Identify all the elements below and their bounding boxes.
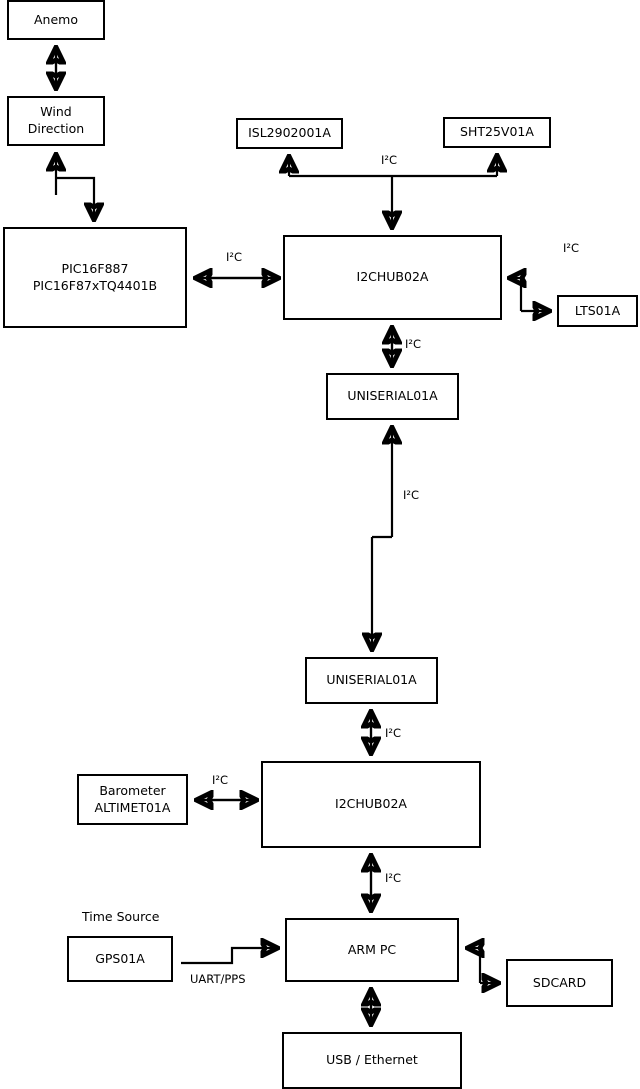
edge-label-i2c-hub-uniserial: I²C	[405, 337, 422, 351]
node-barometer-altimet01a[interactable]: Barometer ALTIMET01A	[77, 774, 188, 825]
edge-label-i2c-hub-lts: I²C	[563, 241, 580, 255]
edge-label-uart-pps: UART/PPS	[190, 972, 246, 986]
node-i2chub02a-top-label: I2CHUB02A	[356, 269, 429, 285]
node-arm-pc[interactable]: ARM PC	[285, 918, 459, 982]
edge-label-i2c-uniserial-hub2: I²C	[385, 726, 402, 740]
node-anemo[interactable]: Anemo	[7, 0, 105, 40]
edge-label-i2c-pic-hub: I²C	[226, 250, 243, 264]
wire-gps-to-armpc	[181, 948, 277, 965]
node-sdcard-label: SDCARD	[532, 974, 587, 990]
node-uniserial01a-top-label: UNISERIAL01A	[347, 388, 438, 404]
node-uniserial01a-bottom[interactable]: UNISERIAL01A	[305, 657, 438, 704]
node-lts01a[interactable]: LTS01A	[557, 295, 638, 327]
node-isl2902001a[interactable]: ISL2902001A	[236, 118, 343, 149]
edge-label-i2c-hub2-armpc: I²C	[385, 871, 402, 885]
node-i2chub02a-bottom-label: I2CHUB02A	[335, 796, 407, 812]
node-usb-ethernet-label: USB / Ethernet	[326, 1052, 418, 1068]
node-uniserial01a-top[interactable]: UNISERIAL01A	[326, 373, 459, 420]
edge-label-i2c-uniserial-uniserial: I²C	[403, 488, 420, 502]
edge-label-i2c-barometer-hub2: I²C	[212, 773, 229, 787]
node-wind-direction[interactable]: Wind Direction	[7, 96, 105, 146]
node-i2chub02a-top[interactable]: I2CHUB02A	[283, 235, 502, 320]
node-pic-mcu[interactable]: PIC16F887 PIC16F87xTQ4401B	[3, 227, 187, 328]
node-uniserial01a-bottom-label: UNISERIAL01A	[326, 672, 417, 688]
node-pic-mcu-label: PIC16F887 PIC16F87xTQ4401B	[32, 260, 158, 293]
node-usb-ethernet[interactable]: USB / Ethernet	[282, 1032, 462, 1089]
wire-wind-to-pic	[56, 176, 94, 219]
label-time-source: Time Source	[82, 909, 160, 924]
node-gps01a-label: GPS01A	[95, 950, 145, 966]
node-sdcard[interactable]: SDCARD	[506, 959, 613, 1007]
node-i2chub02a-bottom[interactable]: I2CHUB02A	[261, 761, 481, 848]
node-gps01a[interactable]: GPS01A	[67, 936, 173, 982]
node-sht25v01a-label: SHT25V01A	[460, 124, 534, 140]
node-anemo-label: Anemo	[34, 11, 78, 27]
node-arm-pc-label: ARM PC	[347, 941, 397, 957]
edge-label-i2c-top-sensors: I²C	[381, 153, 398, 167]
node-sht25v01a[interactable]: SHT25V01A	[443, 117, 551, 148]
node-lts01a-label: LTS01A	[574, 302, 621, 318]
node-wind-direction-label: Wind Direction	[27, 104, 85, 136]
node-isl2902001a-label: ISL2902001A	[248, 125, 331, 141]
node-barometer-altimet01a-label: Barometer ALTIMET01A	[94, 782, 171, 815]
